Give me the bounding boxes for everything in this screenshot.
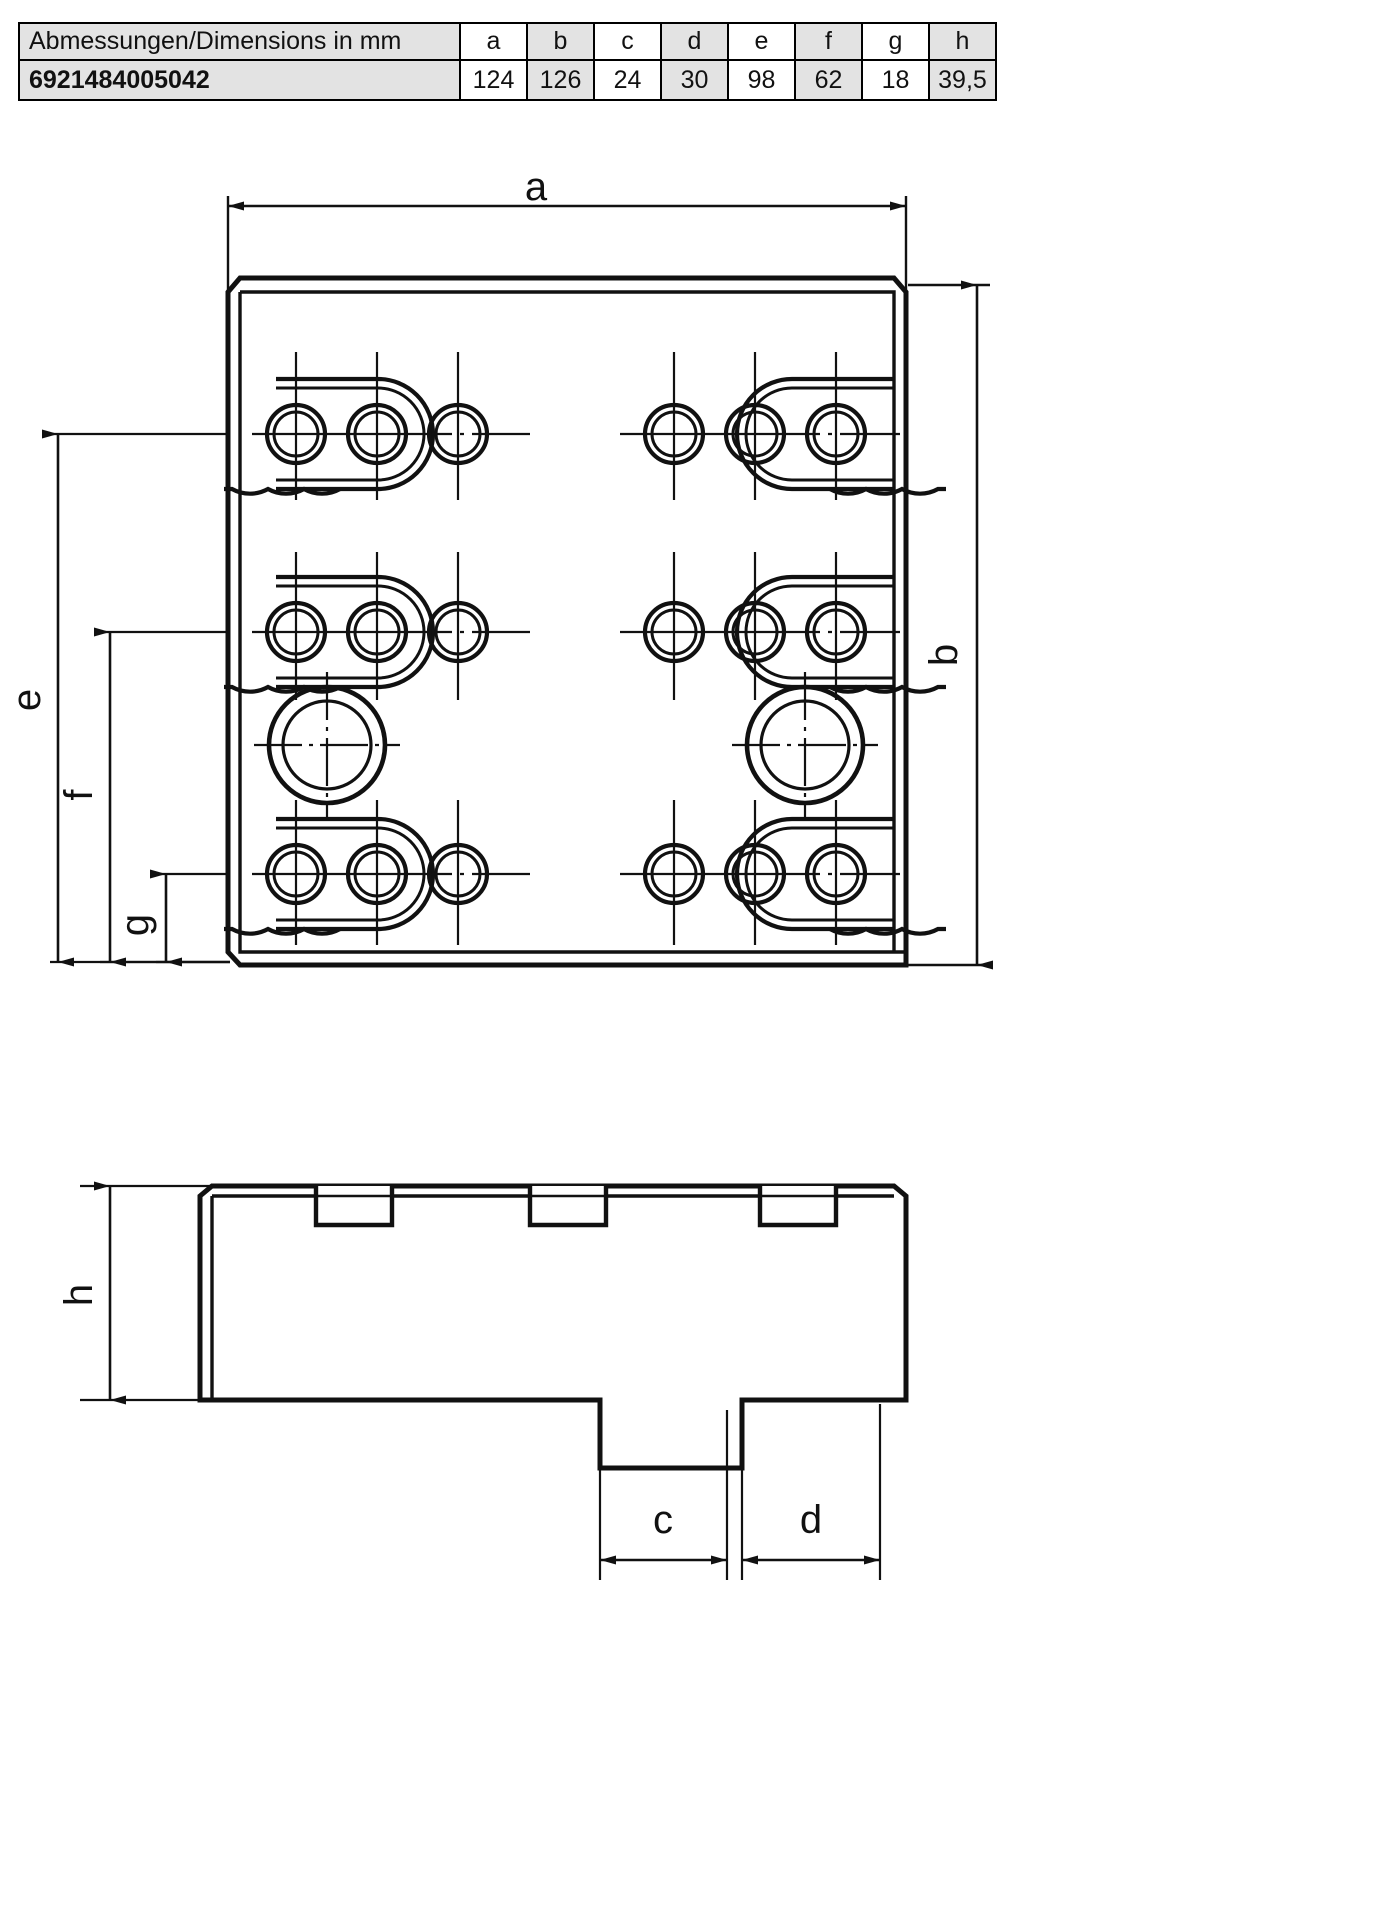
- value-c: 24: [593, 59, 662, 101]
- dimension-c-label: c: [653, 1498, 673, 1542]
- table-header-g: g: [861, 22, 930, 61]
- table-header-label: Abmessungen/Dimensions in mm: [18, 22, 461, 61]
- top-view: a b e f: [5, 165, 993, 970]
- dimension-g-label: g: [113, 914, 157, 936]
- dimension-b-label: b: [922, 644, 966, 666]
- value-f: 62: [794, 59, 863, 101]
- large-hole-right: [732, 672, 878, 818]
- dimension-f: f: [57, 627, 278, 967]
- side-profile: [197, 1183, 909, 1471]
- value-d: 30: [660, 59, 729, 101]
- dimensions-table: Abmessungen/Dimensions in mm a b c d e f…: [18, 22, 997, 101]
- table-header-row: Abmessungen/Dimensions in mm a b c d e f…: [18, 22, 997, 61]
- gland-row-1: [224, 352, 946, 500]
- dimension-h-label: h: [57, 1284, 101, 1306]
- table-header-a: a: [459, 22, 528, 61]
- large-hole-left: [254, 672, 400, 818]
- dimension-a-label: a: [525, 165, 548, 209]
- dimension-e-label: e: [5, 689, 49, 711]
- dimension-b: b: [908, 280, 993, 970]
- table-header-d: d: [660, 22, 729, 61]
- dimension-a: a: [226, 165, 908, 300]
- table-header-f: f: [794, 22, 863, 61]
- dimension-f-label: f: [57, 789, 101, 801]
- gland-row-3: [224, 800, 946, 945]
- table-header-e: e: [727, 22, 796, 61]
- value-e: 98: [727, 59, 796, 101]
- table-row: 6921484005042 124 126 24 30 98 62 18 39,…: [18, 59, 997, 101]
- value-a: 124: [459, 59, 528, 101]
- plate-outline: [225, 275, 909, 968]
- table-header-b: b: [526, 22, 595, 61]
- table-header-h: h: [928, 22, 997, 61]
- side-notches: [313, 1186, 839, 1228]
- value-g: 18: [861, 59, 930, 101]
- value-h: 39,5: [928, 59, 997, 101]
- side-view: h c: [57, 1181, 909, 1580]
- dimension-d: d: [740, 1404, 882, 1580]
- table-header-c: c: [593, 22, 662, 61]
- part-number-cell: 6921484005042: [18, 59, 461, 101]
- gland-row-2: [224, 552, 946, 700]
- dimension-d-label: d: [800, 1498, 822, 1542]
- dimension-h: h: [57, 1181, 216, 1405]
- value-b: 126: [526, 59, 595, 101]
- dimension-c: c: [598, 1410, 729, 1580]
- dimension-g: g: [113, 869, 276, 967]
